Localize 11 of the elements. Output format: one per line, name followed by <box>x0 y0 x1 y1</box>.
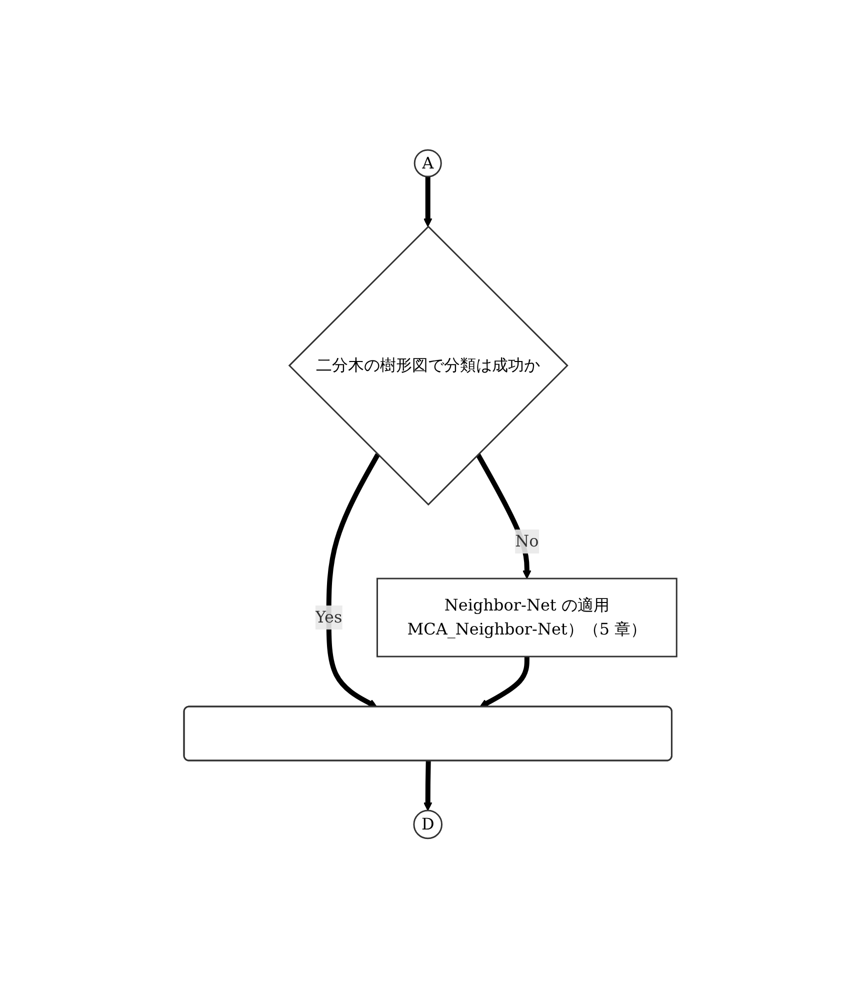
node-circle: D <box>413 810 443 840</box>
node-circle: A <box>414 150 442 178</box>
node-box: Neighbor-Net の適用 MCA_Neighbor-Net）（5 章） <box>376 578 678 658</box>
node-diamond: 二分木の樹形図で分類は成功か <box>288 226 569 506</box>
arrow <box>424 176 432 228</box>
edge-label: Yes <box>316 608 342 627</box>
arrow <box>424 761 432 812</box>
arrow <box>480 656 530 708</box>
arrow <box>326 454 380 708</box>
arrow <box>476 454 532 580</box>
edge-label: No <box>515 532 539 551</box>
